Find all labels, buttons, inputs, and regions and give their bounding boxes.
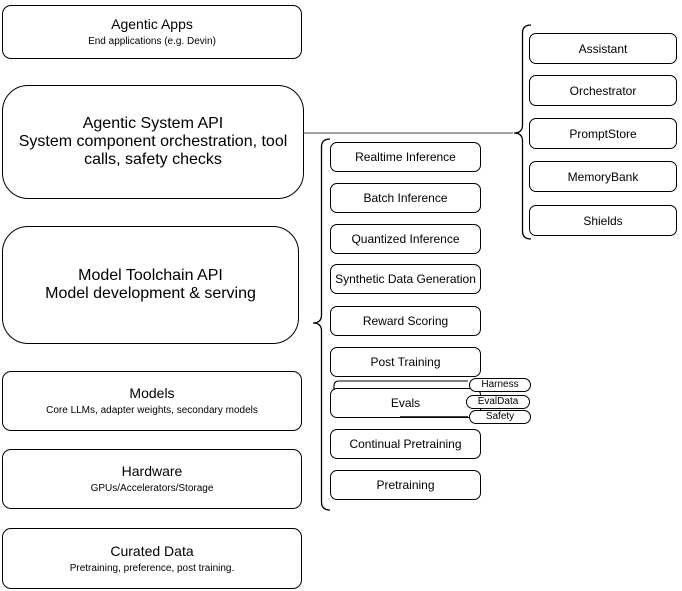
node-subtitle: End applications (e.g. Devin): [88, 36, 216, 47]
node-assistant: Assistant: [529, 33, 677, 64]
node-title: Agentic Apps: [111, 16, 193, 32]
node-label: Continual Pretraining: [349, 437, 462, 451]
node-orchestrator: Orchestrator: [529, 75, 677, 106]
node-subtitle: GPUs/Accelerators/Storage: [90, 483, 214, 494]
node-label: PromptStore: [569, 126, 637, 141]
node-title: Models: [129, 385, 175, 401]
node-curated-data: Curated Data Pretraining, preference, po…: [2, 528, 302, 589]
pill-label: Harness: [481, 379, 519, 391]
node-hardware: Hardware GPUs/Accelerators/Storage: [2, 449, 302, 509]
node-synthetic-data-generation: Synthetic Data Generation: [330, 264, 481, 294]
node-label: Pretraining: [376, 478, 435, 492]
node-continual-pretraining: Continual Pretraining: [330, 429, 481, 459]
node-promptstore: PromptStore: [529, 118, 677, 149]
bracket-toolchain-group: [312, 138, 331, 511]
node-label: Batch Inference: [363, 191, 448, 205]
node-quantized-inference: Quantized Inference: [330, 224, 481, 254]
node-label: MemoryBank: [567, 169, 639, 184]
node-models: Models Core LLMs, adapter weights, secon…: [2, 371, 302, 431]
node-model-toolchain-api: Model Toolchain API Model development & …: [2, 226, 299, 344]
pill-evaldata: EvalData: [466, 395, 530, 409]
node-memorybank: MemoryBank: [529, 161, 677, 192]
pill-harness: Harness: [469, 378, 531, 392]
node-title: Agentic System API: [82, 115, 224, 132]
node-title: Curated Data: [110, 542, 194, 559]
pill-safety: Safety: [469, 410, 531, 424]
node-title: Hardware: [121, 463, 183, 479]
node-shields: Shields: [529, 205, 677, 236]
node-label: Assistant: [578, 41, 628, 56]
node-batch-inference: Batch Inference: [330, 183, 481, 213]
node-subtitle: System component orchestration, tool cal…: [18, 133, 288, 168]
node-reward-scoring: Reward Scoring: [330, 306, 481, 336]
node-label: Evals: [390, 396, 421, 410]
node-subtitle: Core LLMs, adapter weights, secondary mo…: [46, 405, 258, 416]
node-label: Post Training: [370, 355, 441, 369]
node-evals: Evals: [330, 388, 481, 418]
node-agentic-system-api: Agentic System API System component orch…: [2, 85, 304, 199]
node-subtitle: Model development & serving: [45, 285, 256, 302]
node-label: Synthetic Data Generation: [335, 272, 476, 286]
node-title: Model Toolchain API: [78, 267, 223, 284]
node-label: Reward Scoring: [362, 314, 449, 328]
node-realtime-inference: Realtime Inference: [330, 142, 481, 172]
node-subtitle: Pretraining, preference, post training.: [69, 562, 235, 574]
node-label: Orchestrator: [569, 83, 637, 98]
pill-label: EvalData: [477, 396, 519, 408]
node-label: Shields: [583, 213, 623, 228]
pill-label: Safety: [485, 411, 515, 423]
node-pretraining: Pretraining: [330, 470, 481, 500]
node-label: Realtime Inference: [355, 150, 456, 164]
node-label: Quantized Inference: [351, 232, 460, 246]
node-agentic-apps: Agentic Apps End applications (e.g. Devi…: [2, 5, 302, 59]
node-post-training: Post Training: [330, 347, 481, 377]
